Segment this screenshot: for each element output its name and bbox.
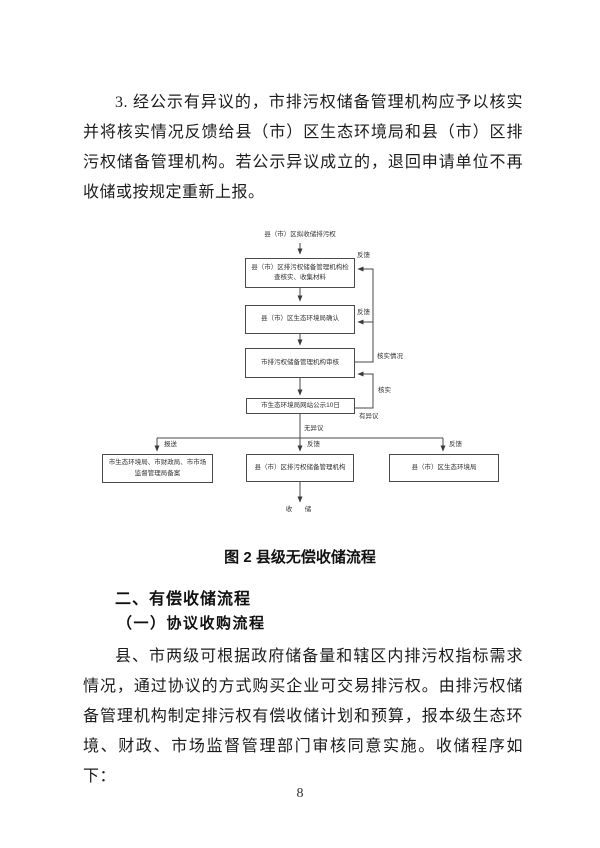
flow-label-feedback-top: 反馈 <box>357 252 370 259</box>
flow-start-label: 县（市）区拟收储排污权 <box>264 231 336 238</box>
flow-label-feedback-right: 反馈 <box>449 441 462 448</box>
section-heading: 二、有偿收储流程 <box>115 591 252 608</box>
flow-label-verified-status: 核实情况 <box>377 353 403 360</box>
flow-box-city-reserve-review: 市排污权储备管理机构审核 <box>245 348 355 378</box>
section-subheading: （一）协议收购流程 <box>117 616 266 632</box>
paragraph-objection-handling: 3. 经公示有异议的，市排污权储备管理机构应予以核实并将核实情况反馈给县（市）区… <box>83 94 523 201</box>
flow-box-eco-bureau-confirm: 县（市）区生态环境局确认 <box>245 305 355 334</box>
flow-box-county-reserve-agency: 县（市）区排污权储备管理机构 <box>246 454 354 482</box>
flow-box-website-publicity: 市生态环境局网站公示10日 <box>246 398 355 414</box>
flow-box-check-materials: 县（市）区排污权储备管理机构检查核实、收集材料 <box>245 258 355 288</box>
flow-label-verify: 核实 <box>378 387 391 394</box>
paragraph-paid-storage-intro: 县、市两级可根据政府储备量和辖区内排污权指标需求情况，通过协议的方式购买企业可交… <box>83 648 523 785</box>
flow-box-county-eco-bureau: 县（市）区生态环境局 <box>389 454 499 482</box>
flow-label-no-objection: 无异议 <box>304 425 324 432</box>
flow-label-objection: 有异议 <box>359 413 379 420</box>
flow-end-label: 收 储 <box>285 506 315 513</box>
flow-box-filing-record: 市生态环境局、市财政局、市市场监督管理局备案 <box>102 454 213 483</box>
flow-label-feedback-mid: 反馈 <box>357 309 370 316</box>
flow-label-feedback-center: 反馈 <box>307 441 320 448</box>
flow-label-submit: 报送 <box>164 441 177 448</box>
figure-caption: 图 2 县级无偿收储流程 <box>224 549 376 566</box>
page-number: 8 <box>296 786 304 801</box>
